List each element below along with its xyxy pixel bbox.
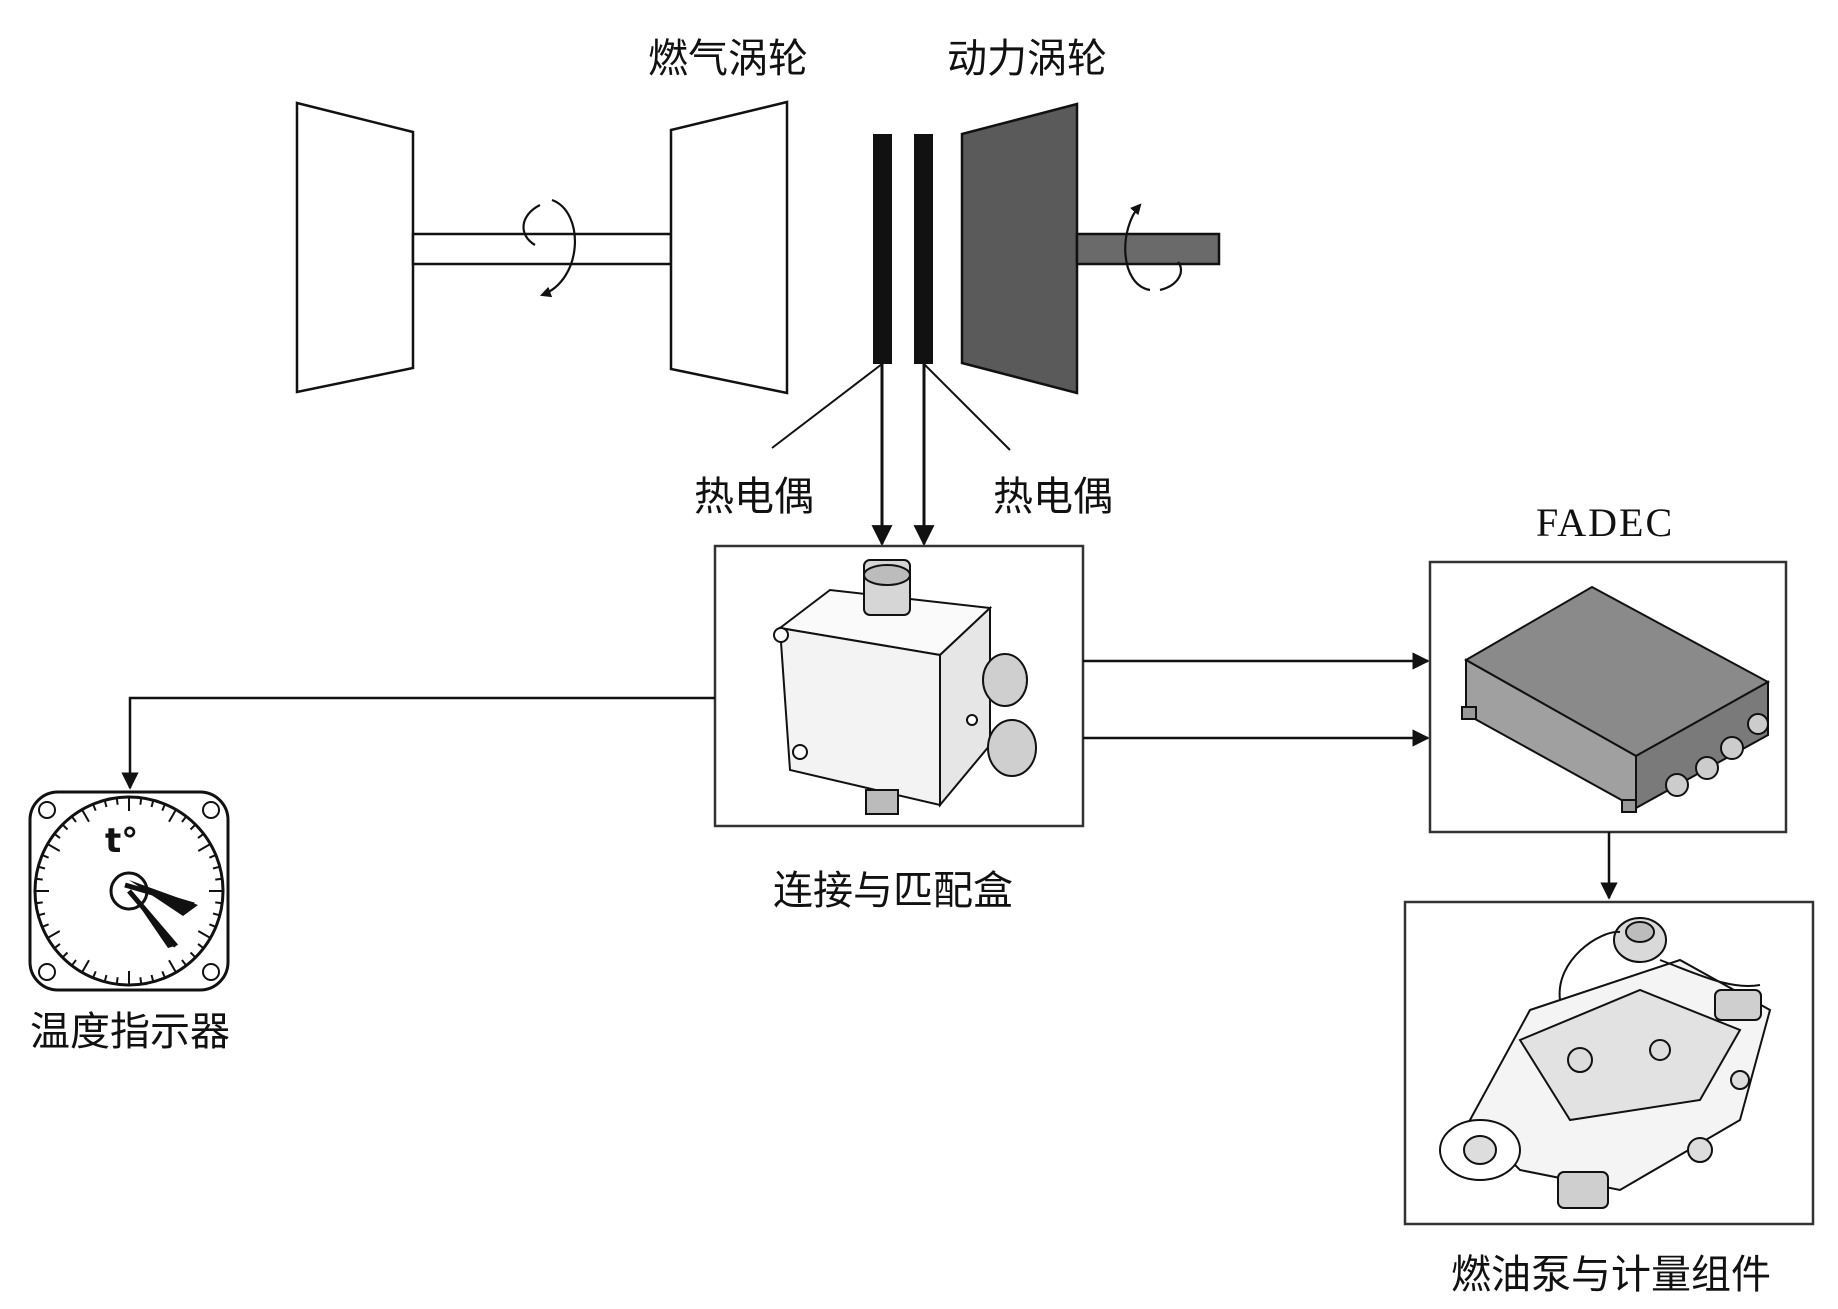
junction-box-icon	[773, 559, 1037, 815]
power-turbine-label: 动力涡轮	[947, 36, 1107, 82]
gauge-tick	[150, 974, 155, 983]
gauge-tick	[35, 877, 43, 881]
gauge-tick	[189, 823, 197, 831]
gauge-tick	[181, 959, 188, 967]
gauge-tick	[197, 832, 205, 839]
gauge-tick	[212, 912, 221, 917]
gauge-tick	[37, 912, 46, 917]
thermocouple-probe-left	[873, 134, 892, 364]
compressor-disc	[295, 101, 415, 394]
gauge-tick	[70, 815, 77, 823]
gauge-tick	[181, 815, 188, 823]
gauge-tick	[70, 959, 77, 967]
fadec-label: FADEC	[1536, 500, 1674, 545]
gauge-tick	[81, 809, 90, 823]
thermocouple-label-left: 热电偶	[694, 474, 814, 520]
fadec-signal-arrows	[1083, 652, 1430, 747]
gas-generator-shaft	[411, 232, 673, 266]
gauge-tick	[197, 930, 211, 939]
gauge-tick	[81, 959, 90, 973]
gauge-tick	[215, 877, 223, 881]
fuel-pump-icon	[1439, 917, 1772, 1209]
gauge-tick	[103, 974, 108, 983]
gauge-tick	[53, 832, 61, 839]
gauge-tick	[197, 843, 211, 852]
thermocouple-leaders	[771, 363, 1011, 451]
gauge-tick	[53, 943, 61, 950]
fadec-unit-icon	[1461, 585, 1771, 813]
gauge-tick	[168, 809, 177, 823]
temp-indicator-label: 温度指示器	[30, 1009, 230, 1055]
gauge-tick	[37, 865, 46, 870]
power-turbine-disc	[960, 102, 1079, 395]
temperature-gauge-icon	[28, 790, 230, 992]
gauge-tick	[208, 923, 217, 928]
power-turbine	[960, 102, 1221, 395]
gauge-tick	[103, 799, 108, 808]
indicator-signal-arrow	[121, 696, 715, 790]
gauge-tick	[208, 854, 217, 859]
gauge-tick	[150, 799, 155, 808]
rotation-arrow-icon	[522, 198, 577, 298]
gauge-tick	[92, 970, 97, 979]
gauge-tick	[61, 951, 69, 959]
fuel-pump-label: 燃油泵与计量组件	[1451, 1252, 1771, 1298]
gas-generator	[295, 100, 789, 395]
rotation-arrow-icon	[1124, 203, 1183, 292]
gauge-tick	[47, 930, 61, 939]
gas-turbine-disc	[669, 100, 789, 395]
power-turbine-shaft	[1075, 232, 1221, 266]
thermocouple-probe-icon	[873, 134, 933, 364]
gauge-tick	[215, 901, 223, 905]
gauge-tick	[189, 951, 197, 959]
gauge-tick	[41, 854, 50, 859]
thermocouple-signal-arrows	[871, 364, 935, 547]
gauge-tick	[47, 843, 61, 852]
thermocouple-label-right: 热电偶	[993, 474, 1113, 520]
gauge-tick	[92, 803, 97, 812]
gauge-tick	[61, 823, 69, 831]
gauge-tick	[139, 977, 143, 985]
gauge-tick	[168, 959, 177, 973]
gauge-tick	[35, 901, 43, 905]
thermocouple-probe-right	[914, 134, 933, 364]
gauge-tick	[115, 977, 119, 985]
gauge-tick	[139, 797, 143, 805]
gauge-tick	[212, 865, 221, 870]
indicator-symbol: t°	[105, 821, 138, 861]
gauge-tick	[197, 943, 205, 950]
gauge-tick	[161, 803, 166, 812]
gas-turbine-label: 燃气涡轮	[648, 36, 808, 82]
gauge-tick	[161, 970, 166, 979]
gauge-tick	[115, 797, 119, 805]
junction-box-label: 连接与匹配盒	[773, 868, 1013, 914]
gauge-tick	[41, 923, 50, 928]
